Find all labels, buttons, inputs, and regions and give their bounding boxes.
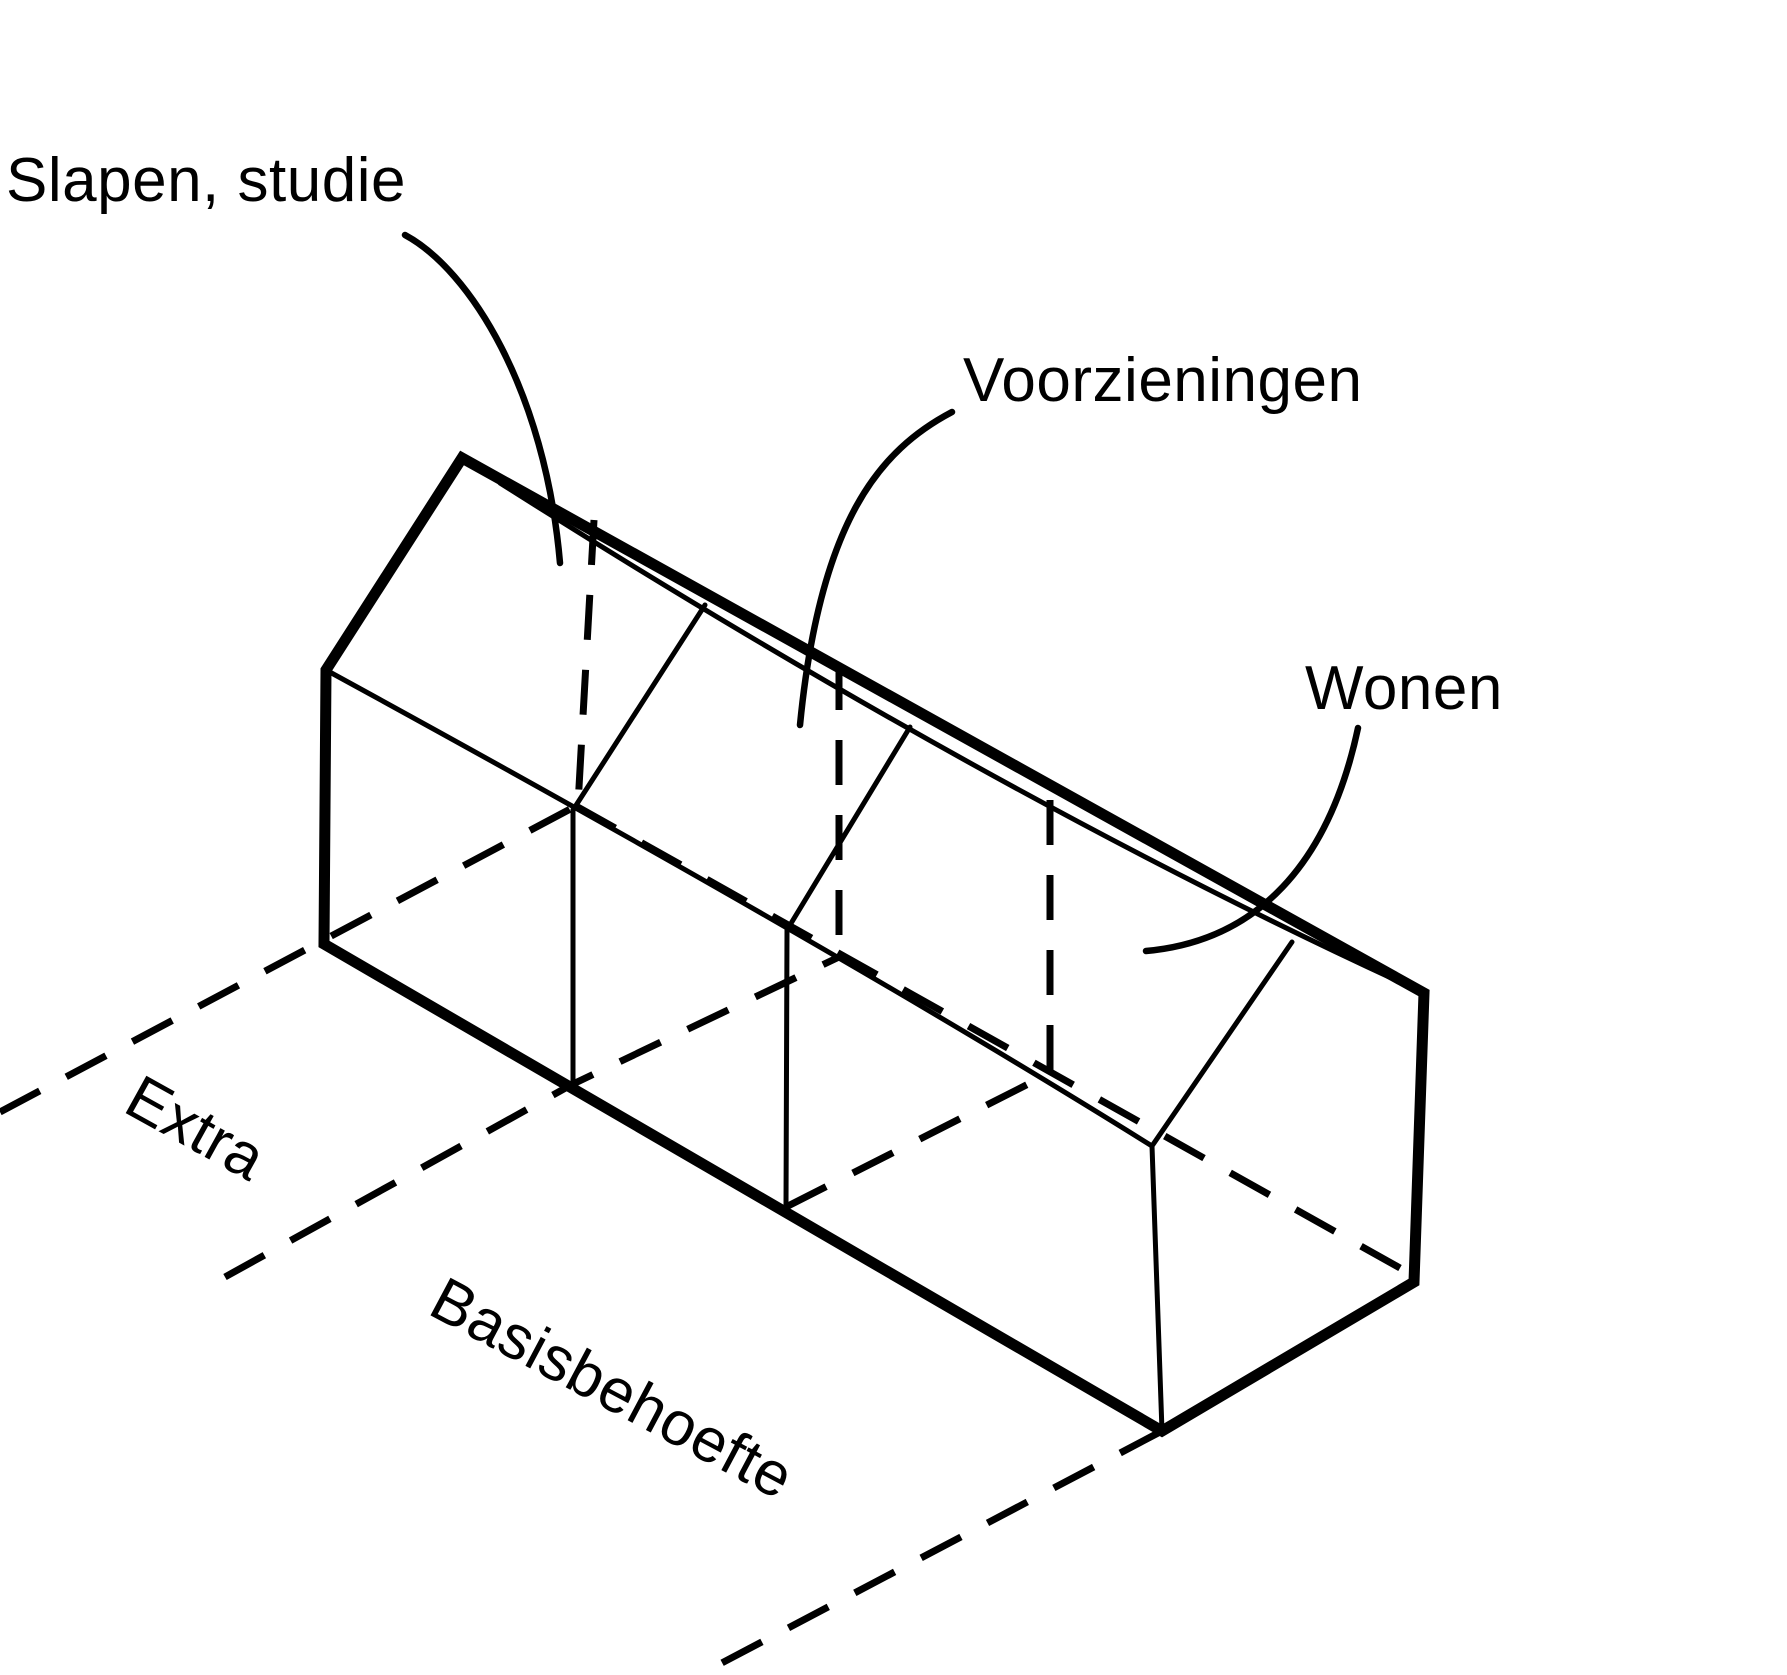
leader-lines — [401, 231, 1362, 955]
right-gable-roof-edge — [1149, 939, 1295, 1149]
hidden-partition2-floor-edge — [784, 1069, 1052, 1211]
house-silhouette — [318, 450, 1430, 1438]
label-wonen: Wonen — [1305, 654, 1503, 723]
leader-slapen-studie — [401, 231, 564, 567]
partition2-roof-edge — [784, 724, 913, 933]
partition1-roof-edge — [570, 602, 708, 813]
label-slapen-studie: Slapen, studie — [6, 146, 406, 215]
ground-line-left-gable-extension — [0, 802, 578, 1116]
leader-wonen — [1142, 724, 1362, 955]
partition2-wall-edge — [783, 927, 790, 1210]
thin-edges — [323, 480, 1427, 1434]
leader-voorzieningen — [796, 408, 956, 729]
hidden-back-left-vertical-edge — [574, 519, 598, 806]
ground-line-partition1-floor-extension — [223, 953, 841, 1281]
ground-line-right-gable-extension — [716, 1428, 1162, 1669]
label-voorzieningen: Voorzieningen — [963, 346, 1363, 415]
right-gable-front-vertical-edge — [1149, 1143, 1165, 1434]
front-eave-edge — [323, 667, 1155, 1149]
far-eave-edge — [497, 480, 1427, 996]
